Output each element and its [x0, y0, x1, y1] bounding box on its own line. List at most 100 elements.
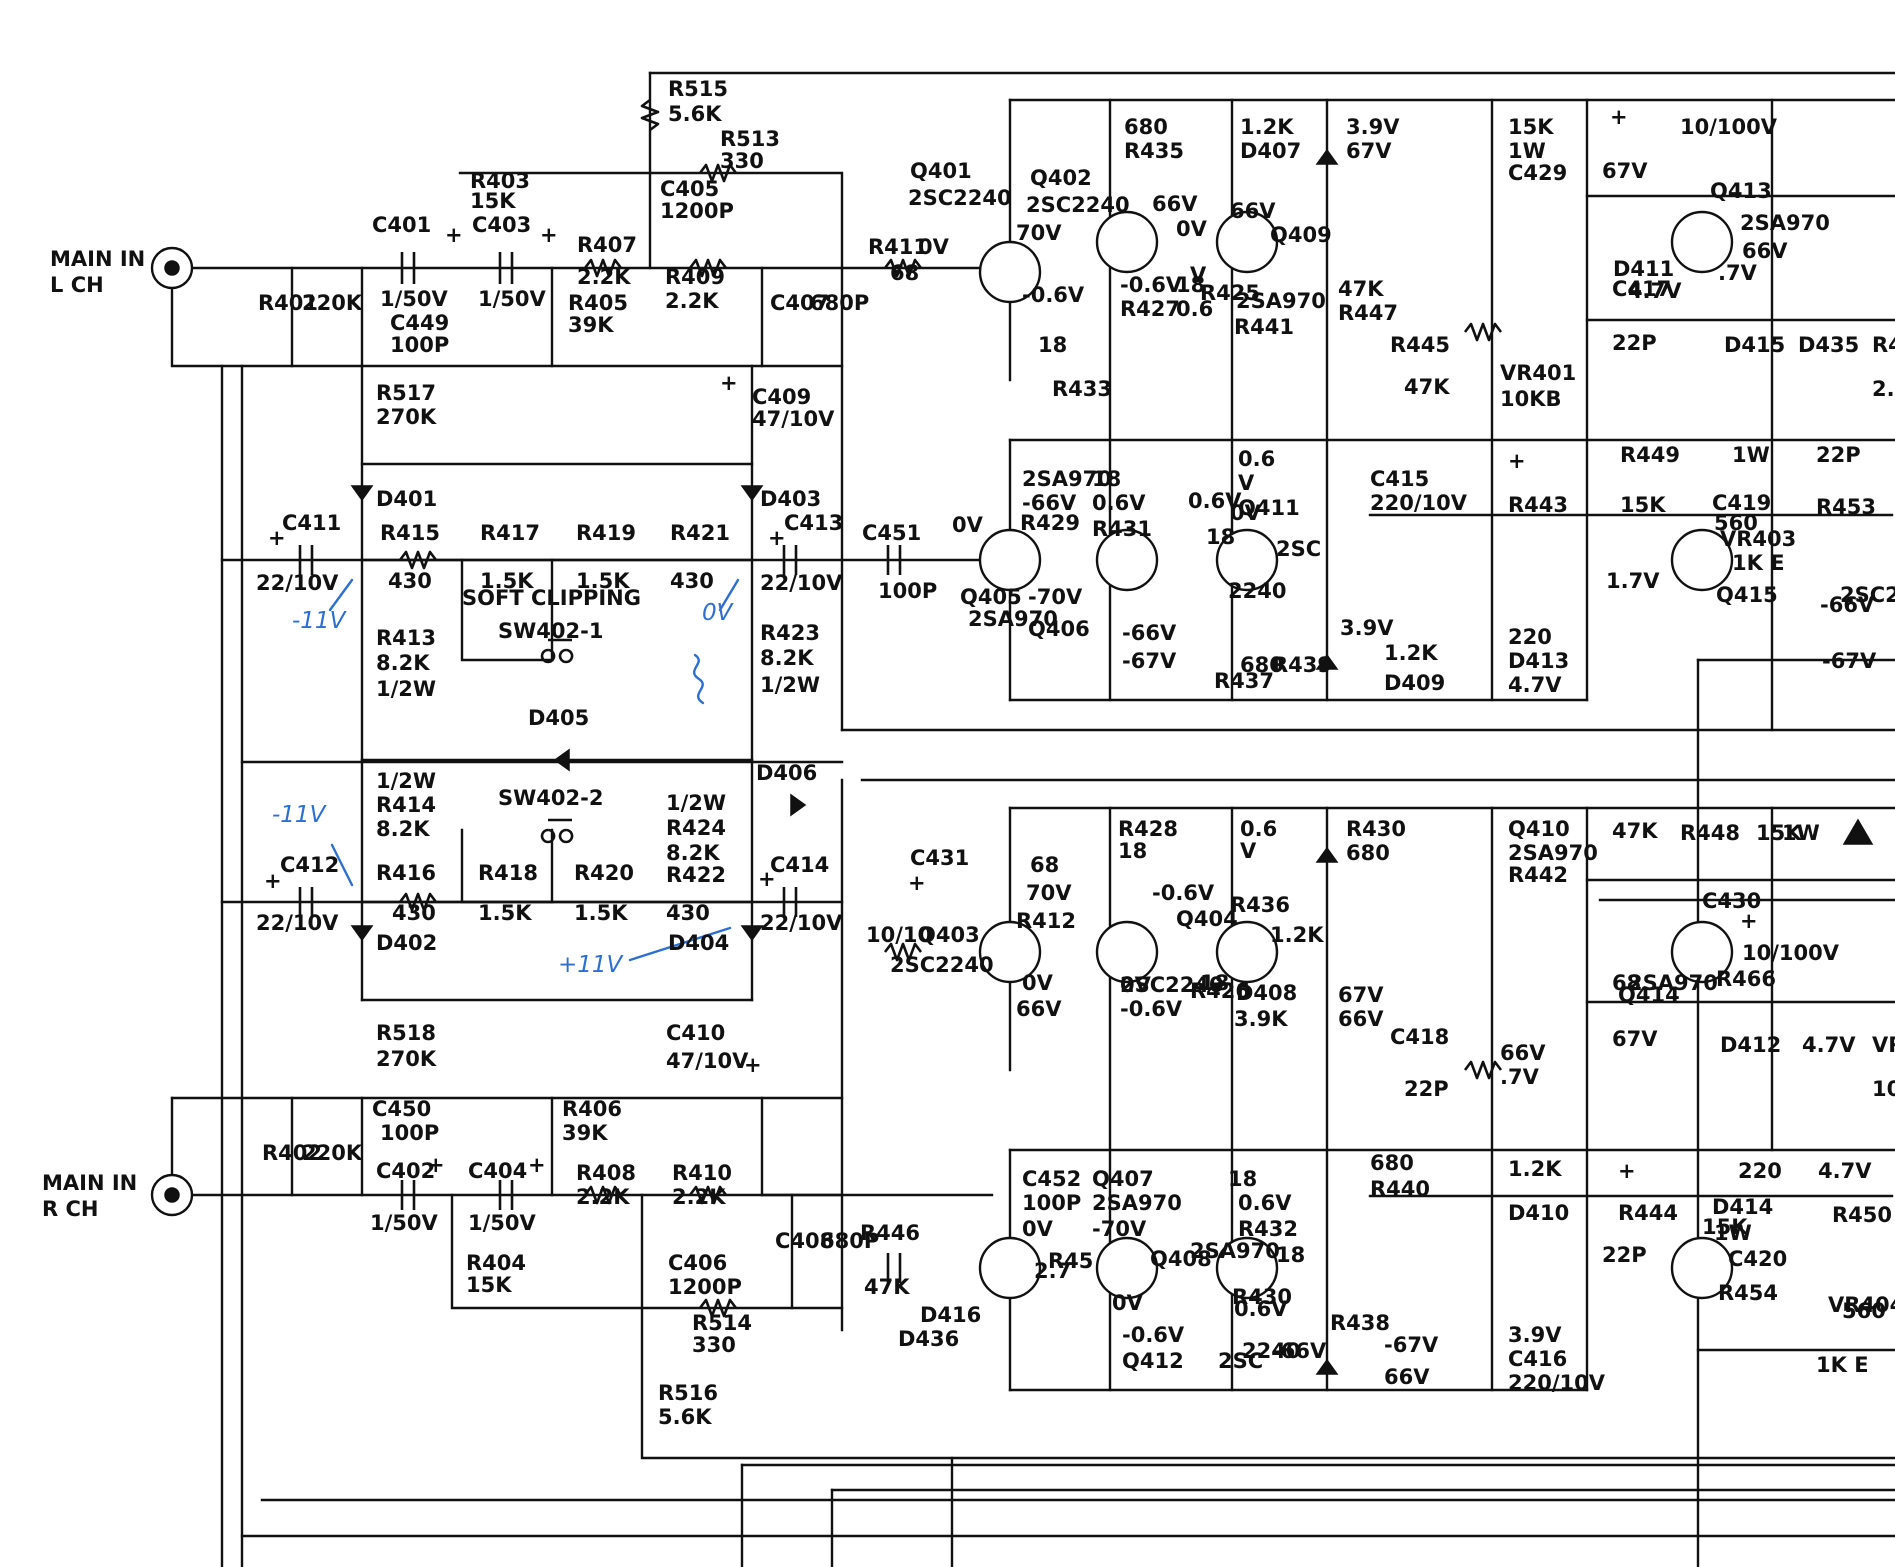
- component-label: D407: [1240, 139, 1301, 163]
- switch-sw402-2-symbol[interactable]: [540, 818, 574, 844]
- component-symbol-layer: [150, 98, 1874, 1375]
- component-label: D404: [668, 931, 729, 955]
- component-label: C414: [770, 853, 829, 877]
- component-label: 270K: [376, 1047, 437, 1071]
- component-label: 100P: [380, 1121, 439, 1145]
- switch-sw402-1-symbol[interactable]: [540, 638, 574, 664]
- component-label: 1K E: [1732, 551, 1785, 575]
- component-label: 220: [1738, 1159, 1782, 1183]
- transistor-q412-symbol: [1215, 1236, 1279, 1300]
- component-label: 680: [1346, 841, 1390, 865]
- component-label: C402: [376, 1159, 435, 1183]
- component-label: 1.2K: [1240, 115, 1294, 139]
- component-label: D409: [1384, 671, 1445, 695]
- component-label: 10/10: [866, 923, 932, 947]
- component-label: V: [1238, 471, 1255, 495]
- component-label: 8.2K: [376, 651, 430, 675]
- capacitor-c412-symbol: [298, 887, 314, 917]
- component-label: 2SC: [1218, 1349, 1263, 1373]
- component-label: R441: [1234, 315, 1294, 339]
- input-left-title: MAIN IN: [50, 247, 145, 271]
- resistor-r408-symbol: [583, 1185, 623, 1205]
- component-label: R449: [1620, 443, 1680, 467]
- component-label: C410: [666, 1021, 725, 1045]
- component-label: 430: [670, 569, 714, 593]
- component-label: D410: [1508, 1201, 1569, 1225]
- diode-d402-symbol: [350, 925, 374, 942]
- component-label: -66V: [1272, 1339, 1327, 1363]
- component-label: 22P: [1816, 443, 1861, 467]
- component-label: 1.5K: [478, 901, 532, 925]
- component-label: -0.6V: [1022, 283, 1085, 307]
- component-label: 1.5K: [576, 569, 630, 593]
- component-label: 2SA970: [968, 607, 1058, 631]
- component-label: Q404: [1176, 907, 1238, 931]
- transistor-q402-symbol: [1095, 210, 1159, 274]
- component-label: 47/10V: [666, 1049, 749, 1073]
- component-label: R515: [668, 77, 728, 101]
- component-label: 1/2W: [376, 677, 436, 701]
- component-label: 1W: [1732, 443, 1770, 467]
- transistor-q416-symbol: [1670, 1236, 1734, 1300]
- component-label: 1.2K: [1384, 641, 1438, 665]
- component-label: R454: [1718, 1281, 1778, 1305]
- component-label: 68: [890, 261, 919, 285]
- component-label: 8.2K: [666, 841, 720, 865]
- component-label: 68: [1612, 971, 1641, 995]
- component-label: 560: [1714, 511, 1758, 535]
- component-label: R446: [860, 1221, 920, 1245]
- resistor-r514-symbol: [698, 1298, 738, 1318]
- component-label: +: [744, 1053, 762, 1077]
- component-label: C451: [862, 521, 921, 545]
- component-label: 15K: [1620, 493, 1666, 517]
- resistor-r415-symbol: [398, 550, 438, 570]
- component-label: R513: [720, 127, 780, 151]
- component-label: R409: [665, 265, 725, 289]
- component-label: 22/10V: [256, 911, 339, 935]
- component-label: R431: [1092, 517, 1152, 541]
- component-label: R433: [1052, 377, 1112, 401]
- component-label: 70V: [1016, 221, 1062, 245]
- component-label: R417: [480, 521, 540, 545]
- resistor-r411-symbol: [883, 258, 923, 278]
- component-label: 18: [1118, 839, 1147, 863]
- component-label: 0V: [918, 235, 950, 259]
- component-label: 22/10V: [760, 911, 843, 935]
- component-label: C407: [770, 291, 829, 315]
- component-label: 680: [1370, 1151, 1414, 1175]
- handwritten-voltage-note: -11V: [292, 608, 348, 634]
- component-label: R447: [1338, 301, 1398, 325]
- component-label: 22P: [1612, 331, 1657, 355]
- component-label: VR403: [1720, 527, 1796, 551]
- component-label: R413: [376, 626, 436, 650]
- component-label: 0.6V: [1092, 491, 1146, 515]
- component-label: 0.6: [1240, 817, 1277, 841]
- component-label: Q410: [1508, 817, 1570, 841]
- component-label: 22P: [1404, 1077, 1449, 1101]
- component-label: Q411: [1238, 496, 1300, 520]
- component-label: -70V: [1028, 585, 1083, 609]
- component-label: R426: [1190, 979, 1250, 1003]
- component-label: 2SC2240: [908, 186, 1012, 210]
- component-label: 2SA970: [1628, 971, 1718, 995]
- component-label: 2240: [1228, 579, 1286, 603]
- component-label: 2SC2240: [1120, 973, 1224, 997]
- component-label: 2.2K: [577, 265, 631, 289]
- resistor-r513-symbol: [698, 163, 738, 183]
- component-label: .7V: [1718, 261, 1758, 285]
- component-label: R439: [1272, 653, 1332, 677]
- component-label: .7V: [1500, 1065, 1540, 1089]
- component-label: VR401: [1500, 361, 1576, 385]
- transistor-q406-symbol: [1095, 528, 1159, 592]
- component-label: 0V: [1022, 1217, 1054, 1241]
- component-label: V: [1190, 263, 1207, 287]
- component-label: R412: [1016, 909, 1076, 933]
- component-label: D436: [898, 1327, 959, 1351]
- component-label: C452: [1022, 1167, 1081, 1191]
- diode-d407-symbol: [1315, 148, 1339, 165]
- component-label: 18: [1276, 1243, 1305, 1267]
- component-label: 0.6V: [1188, 489, 1242, 513]
- input-labels: MAIN IN L CH MAIN IN R CH: [42, 247, 145, 1221]
- component-label: 1.7V: [1606, 569, 1660, 593]
- component-label: R45: [1048, 1249, 1093, 1273]
